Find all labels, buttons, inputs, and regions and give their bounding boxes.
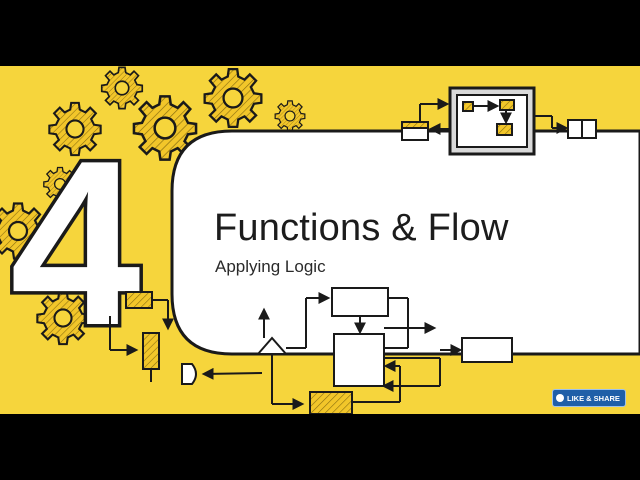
circle-icon [556,394,564,402]
gear-icon [274,100,306,132]
slide-illustration: 4 [0,66,640,414]
slide-subtitle: Applying Logic [215,257,326,276]
flowchart-bottom [109,287,513,414]
content-card [170,129,640,356]
title-slide: 4 [0,66,640,414]
chapter-number: 4 [10,111,141,374]
gear-icon [203,67,263,129]
flowchart-top [401,86,597,156]
like-share-button[interactable]: LIKE & SHARE [552,389,626,407]
slide-title: Functions & Flow [214,207,509,249]
like-share-label: LIKE & SHARE [567,393,620,403]
gear-icon [100,66,144,110]
